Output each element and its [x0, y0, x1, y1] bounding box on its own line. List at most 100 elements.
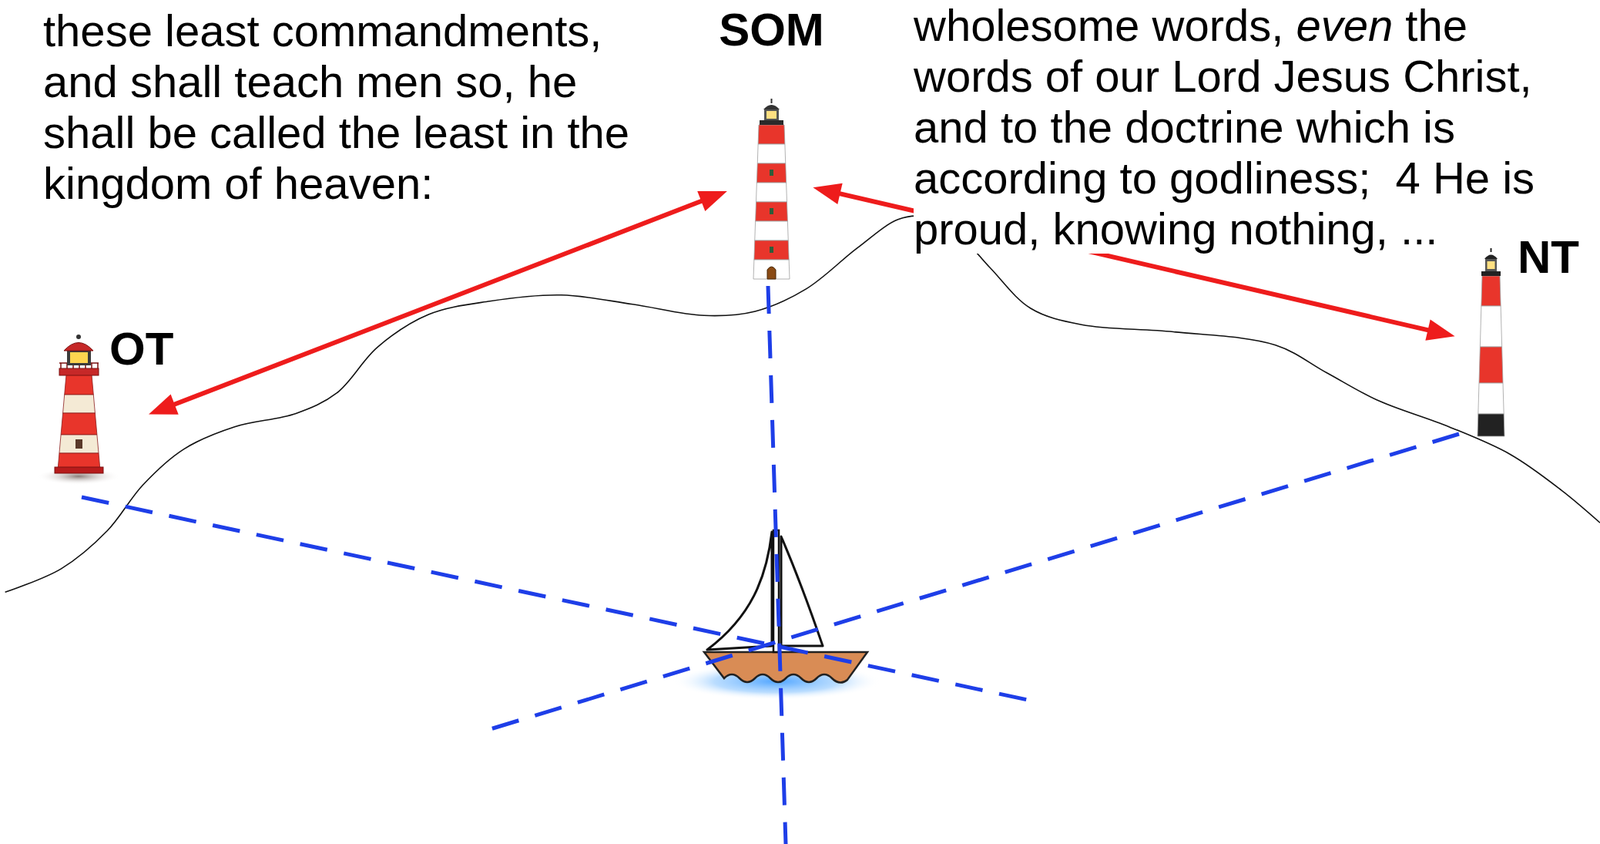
bearing-line [477, 433, 1460, 733]
verse-word: Lord [1171, 50, 1262, 101]
verse-word: our [1094, 50, 1160, 101]
arrow-head [812, 183, 842, 205]
bearing-lines [81, 285, 1460, 844]
gallery [759, 120, 784, 125]
arrow-connector [812, 183, 1455, 341]
arrow-head [1425, 319, 1455, 341]
verse-word: Christ, [1402, 50, 1533, 101]
arrow-head [148, 394, 179, 415]
verse-word: according [913, 152, 1107, 203]
verse-word: men [355, 56, 443, 107]
lighthouse-shape [747, 98, 796, 279]
lantern-light [1487, 261, 1496, 269]
tower-band [754, 221, 789, 241]
verse-word: words, [1152, 0, 1285, 51]
verse-word: which [1296, 101, 1411, 152]
verse-word: least [413, 107, 509, 158]
verse-word: to [1000, 101, 1038, 152]
lighthouse [36, 334, 121, 485]
verse-word: He [1432, 152, 1490, 203]
tower-window [769, 207, 774, 215]
verse-word: teach [234, 56, 344, 107]
boat-mast [773, 529, 779, 652]
verse-word: the [1405, 0, 1468, 51]
arrow-connector [148, 191, 728, 415]
tower-band [756, 163, 786, 183]
verse-word: Jesus [1274, 50, 1392, 101]
tower-band [756, 182, 788, 202]
ground-shadow [36, 467, 121, 485]
verse-word: doctrine [1124, 101, 1284, 152]
tower-band [1478, 382, 1504, 414]
gallery-rail [90, 362, 93, 369]
finial [76, 334, 81, 339]
verse-word: of [224, 157, 262, 208]
gallery-rail [60, 362, 62, 369]
verse-word: shall [43, 107, 135, 158]
gallery [1481, 271, 1501, 276]
verse-word: is [1502, 152, 1535, 203]
verse-text: these least commandments, and shall teac… [43, 5, 660, 209]
lighthouse-label: NT [1517, 230, 1580, 285]
verse-word: words [913, 50, 1034, 101]
tower-band [1477, 413, 1505, 437]
tower-band [1479, 346, 1503, 383]
lighthouse-label: OT [109, 322, 174, 376]
verse-word: ... [1400, 203, 1438, 254]
lighthouse [1477, 248, 1505, 437]
bearing-line [768, 285, 786, 844]
tower-band [755, 201, 789, 222]
verse-word: 4 [1395, 152, 1421, 203]
verse-word: knowing [1053, 203, 1218, 254]
arrow-line [171, 200, 705, 406]
tower-band [757, 144, 786, 164]
verse-word: he [527, 56, 578, 107]
tower-band [758, 124, 785, 145]
tower-band [753, 259, 790, 279]
lantern [67, 349, 91, 366]
lantern-light [70, 352, 88, 363]
finial [1490, 248, 1493, 252]
arrow-head [697, 191, 728, 212]
tower-band [59, 434, 99, 453]
tower-band [1481, 275, 1501, 306]
tower-window [769, 169, 774, 176]
verse-word: and [43, 56, 118, 107]
verse-word: the [338, 107, 402, 158]
lighthouse-node: SOM [747, 98, 796, 279]
verse-word: of [1045, 50, 1083, 101]
tower-band [754, 240, 789, 260]
verse-word: the [1049, 101, 1113, 152]
bearing-line [81, 496, 1039, 702]
gallery [59, 368, 99, 376]
verse-text: wholesome words, even the words of our L… [913, 0, 1577, 255]
text-patch: these least commandments, and shall teac… [43, 5, 642, 208]
lighthouse-node: OT [40, 331, 118, 485]
verse-word: the [566, 107, 630, 158]
tower-window [769, 246, 774, 253]
tower-band [60, 412, 98, 435]
verse-word: be [147, 107, 198, 158]
lighthouse-shape [1472, 248, 1510, 437]
tower-band [1479, 305, 1502, 347]
finial [771, 98, 773, 104]
lighthouse-label: SOM [718, 3, 825, 58]
lighthouse-shape [40, 331, 118, 485]
lantern [764, 109, 779, 121]
verse-word: to [1120, 152, 1158, 203]
verse-word: commandments, [271, 5, 603, 56]
arrow-line [837, 192, 1432, 331]
hill-outline [5, 215, 1600, 592]
tower-base [54, 466, 104, 473]
lantern-light [766, 110, 777, 119]
verse-word: called [209, 107, 327, 158]
verse-word: wholesome [913, 0, 1140, 51]
verse-word: and [913, 101, 989, 152]
verse-word: heaven: [274, 157, 433, 208]
verse-word: kingdom [43, 157, 212, 208]
lighthouse-node: NT [1472, 248, 1510, 437]
tower-band [64, 374, 94, 395]
lantern-roof [763, 104, 780, 110]
lantern [1485, 258, 1497, 272]
